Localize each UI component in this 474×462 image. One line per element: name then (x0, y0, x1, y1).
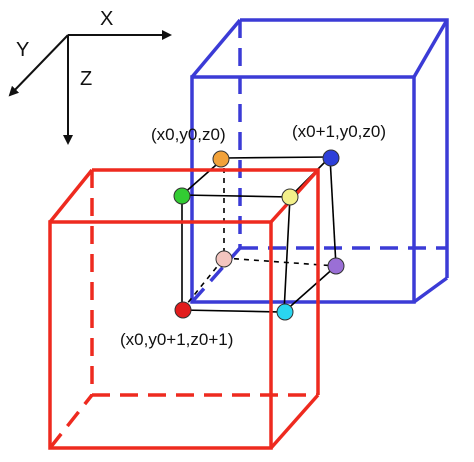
blue-cube-hidden-depth (190, 246, 242, 304)
red-cube-hidden-depth (48, 393, 94, 450)
label-bottom-front-corner: (x0,y0+1,z0+1) (120, 330, 233, 349)
red-cube-front-face (48, 220, 273, 450)
dot-purple (327, 257, 345, 275)
dot-orange (212, 150, 230, 168)
blue-cube (190, 18, 449, 304)
label-top-left-corner: (x0,y0,z0) (151, 125, 226, 144)
dot-red (174, 301, 192, 319)
small-cube (181, 156, 337, 313)
small-cube-bottom-right-edge (283, 265, 337, 313)
z-axis-label: Z (80, 68, 92, 90)
blue-cube-edge-bottom-right (412, 276, 449, 304)
x-axis-label: X (100, 8, 113, 30)
dot-green (173, 187, 191, 205)
label-top-right-corner: (x0+1,y0,z0) (292, 122, 386, 141)
small-cube-top-back-edge (223, 156, 331, 159)
axis-system (8, 30, 172, 145)
red-cube (48, 168, 320, 450)
y-axis-label: Y (16, 39, 29, 61)
dot-pink (215, 250, 233, 268)
corner-dots (173, 149, 345, 321)
blue-cube-edge-top-left (190, 18, 242, 79)
small-cube-back-right-edge (329, 156, 337, 267)
blue-cube-front-face (190, 75, 416, 304)
y-axis-arrow (8, 34, 69, 97)
dot-yellow (281, 188, 299, 206)
dot-cyan (276, 303, 294, 321)
blue-cube-edge-top-right (412, 19, 449, 78)
red-cube-edge-top-left (48, 168, 94, 224)
red-cube-edge-bottom-right (269, 393, 320, 450)
red-cube-back-face (92, 168, 320, 395)
small-cube-hidden-depth (181, 257, 225, 311)
dot-blue (322, 149, 340, 167)
